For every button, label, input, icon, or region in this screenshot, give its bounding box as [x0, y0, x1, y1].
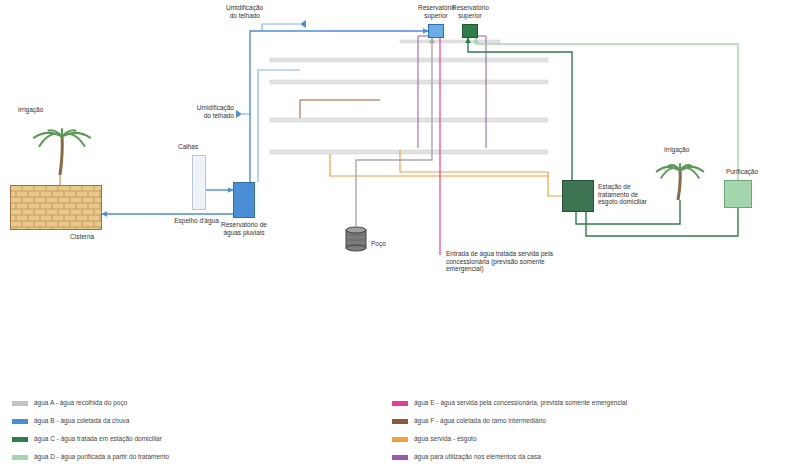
node-box: Reservatório superior [452, 2, 488, 40]
reservoir-box [428, 24, 444, 38]
reservoir-box [233, 182, 255, 218]
node-label: Cisterna [70, 233, 120, 241]
floor-slabs [270, 40, 548, 154]
legend-swatch [12, 455, 28, 460]
pipe-connector [59, 175, 60, 185]
brick-drawing [10, 185, 102, 230]
legend-text: água B - água coletada da chuva [34, 416, 129, 426]
node-label: Irrigação [664, 146, 708, 154]
well-symbol [345, 226, 367, 252]
node-label: Reservatório superior [452, 4, 488, 19]
pipe-connector [356, 38, 432, 226]
well-drawing [345, 226, 367, 252]
annotation-label: Umidificação do telhado [226, 4, 260, 19]
legend-swatch [392, 455, 408, 460]
palm-tree-symbol [32, 120, 92, 175]
node-box: Reservatório de águas pluviais [213, 182, 275, 244]
node-box: Irrigação [12, 106, 102, 178]
cistern-symbol [10, 185, 102, 230]
node-box: Estação de tratamento de esgoto domicili… [562, 180, 654, 220]
reservoir-box [724, 180, 752, 208]
palm-drawing [655, 158, 705, 200]
palm-drawing [32, 120, 92, 175]
node-label: Calhas [178, 143, 228, 151]
node-box: Calhas [178, 143, 228, 213]
reservoir-box [562, 180, 594, 212]
utility-inlet-leader [439, 38, 440, 255]
node-box: Cisterna [10, 185, 122, 247]
pipe-connector [206, 189, 233, 190]
node-label: Purificação [714, 168, 770, 176]
node-label: Poço [371, 240, 401, 248]
node-box: Purificação [714, 166, 770, 210]
legend-text: água F - água coletada do ramo intermedi… [414, 416, 546, 426]
legend-text: água C - água tratada em estação domicil… [34, 434, 162, 444]
legend-swatch [12, 437, 28, 442]
reservoir-box [462, 24, 478, 38]
node-box: Reservatório superior [418, 2, 454, 40]
node-label: Irrigação [18, 106, 78, 114]
legend-swatch [392, 401, 408, 406]
intermediate-lines [300, 100, 380, 118]
legend-text: água E - água servida pela concessionári… [414, 398, 627, 408]
annotation-label: Umidificação do telhado [188, 104, 234, 119]
node-box: Poço [345, 226, 403, 256]
node-label: Reservatório de águas pluviais [213, 221, 275, 236]
legend-swatch [392, 437, 408, 442]
node-box: Irrigação [650, 146, 710, 202]
sprinkler-symbol [236, 20, 306, 118]
pipe-connector [476, 38, 738, 180]
legend-text: água D - água purificada a partir do tra… [34, 452, 169, 462]
pipe-connector [468, 38, 572, 180]
legend-text: água para utilização nos elementos da ca… [414, 452, 541, 462]
legend-text: água A - água recolhida do poço [34, 398, 127, 408]
legend-text: água servida - esgoto [414, 434, 477, 444]
node-label: Reservatório superior [418, 4, 454, 19]
annotation-label: Entrada de água tratada servida pela con… [446, 250, 558, 273]
gutter-column [192, 155, 206, 210]
legend-swatch [12, 401, 28, 406]
palm-tree-symbol [655, 158, 705, 200]
sewage-lines [330, 150, 562, 196]
legend-swatch [12, 419, 28, 424]
legend-swatch [392, 419, 408, 424]
pipe-connector [102, 213, 233, 214]
node-label: Estação de tratamento de esgoto domicili… [598, 183, 652, 206]
edge-label: Espelho d'água [173, 217, 220, 224]
house-supply-lines [418, 36, 486, 148]
pipe-connector [586, 208, 738, 236]
